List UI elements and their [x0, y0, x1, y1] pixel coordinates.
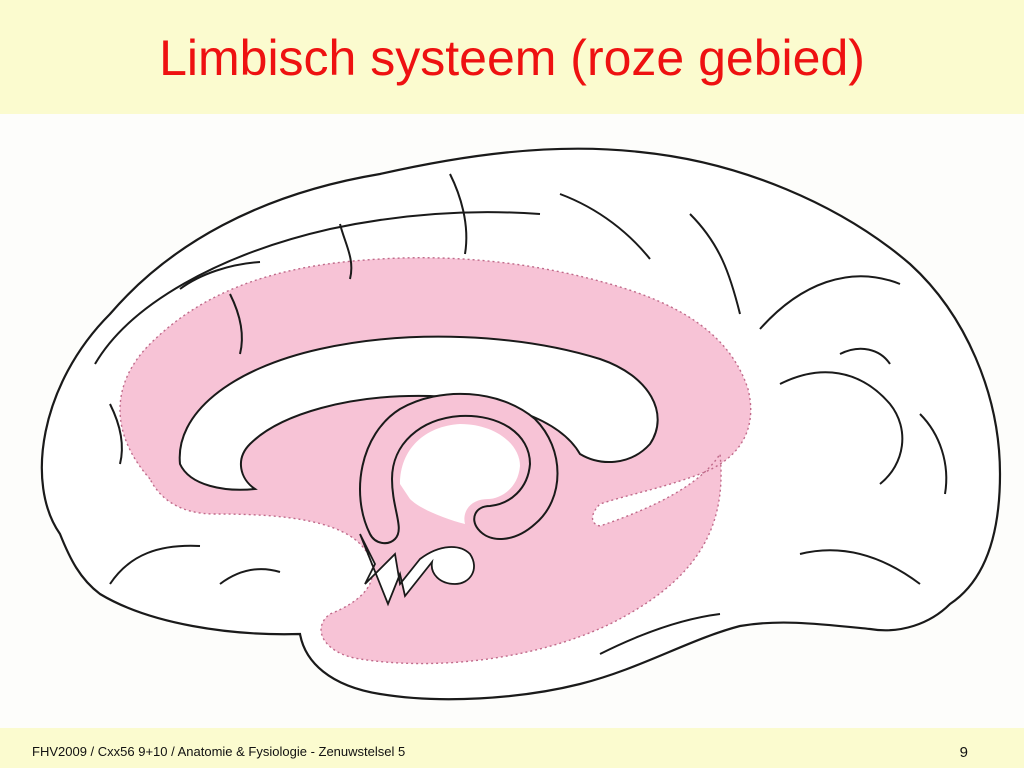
brainstem-connection	[359, 533, 475, 607]
sulcus-line	[839, 347, 891, 365]
footer-text: FHV2009 / Cxx56 9+10 / Anatomie & Fysiol…	[32, 744, 406, 759]
sulcus-line	[599, 613, 721, 655]
fornix-loop	[359, 392, 559, 545]
slide-title: Limbisch systeem (roze gebied)	[159, 30, 865, 86]
brain-diagram	[40, 147, 1002, 701]
sulcus-line	[339, 223, 353, 280]
sulcus-line	[799, 549, 921, 585]
sulcus-line	[219, 568, 281, 585]
title-bar: Limbisch systeem (roze gebied)	[0, 0, 1024, 114]
brain-figure	[0, 114, 1024, 728]
sulcus-line	[689, 213, 741, 315]
sulcus-line	[559, 193, 651, 260]
occipital-sulcus	[759, 275, 901, 330]
sulcus-line	[919, 413, 948, 495]
sulcus-line	[109, 403, 123, 465]
cingulate-sulcus	[94, 211, 541, 365]
sulcus-line	[229, 293, 243, 355]
sulcus-line	[179, 261, 261, 290]
sulcus-line	[109, 544, 201, 585]
sulcus-line	[449, 173, 468, 255]
page-number: 9	[959, 744, 968, 761]
corpus-callosum	[178, 335, 659, 491]
calcarine-sulcus	[779, 371, 904, 485]
thalamus-region	[400, 424, 520, 524]
